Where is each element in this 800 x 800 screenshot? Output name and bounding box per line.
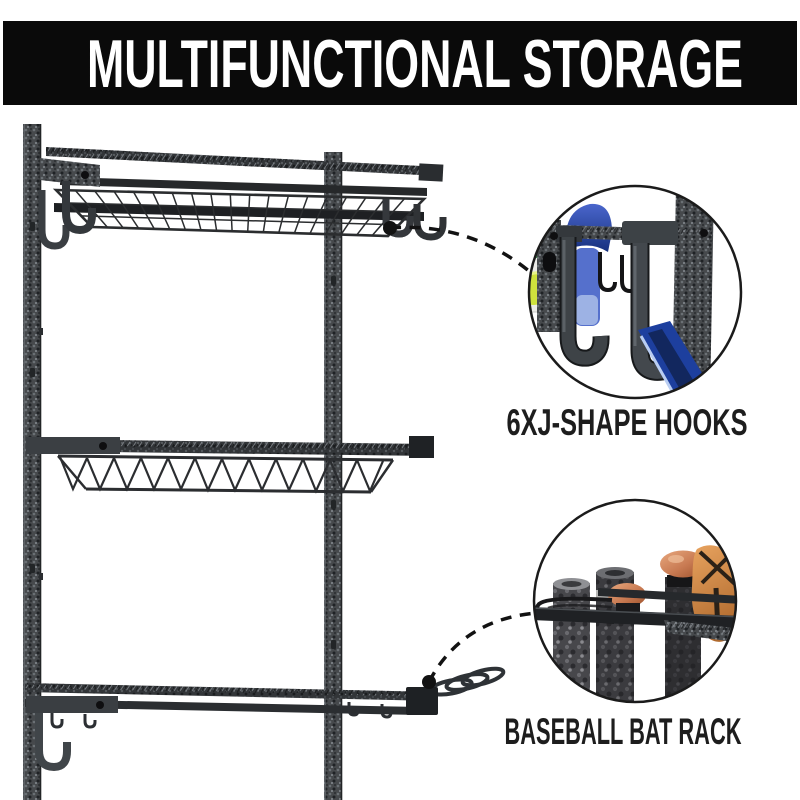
middle-wire-basket <box>57 454 395 494</box>
callout-label-hooks: 6XJ-SHAPE HOOKS <box>505 405 750 443</box>
callout-circle-hooks <box>527 184 743 400</box>
hooks-label-text: 6XJ-SHAPE HOOKS <box>507 405 748 443</box>
top-rail-end-cap <box>418 163 444 182</box>
callout-circle-border <box>532 498 738 704</box>
bottom-bat-rack-shelf <box>25 666 506 772</box>
middle-shelf <box>26 436 434 494</box>
middle-rail-end-cap <box>409 436 434 458</box>
j-hook-closeup-left <box>556 226 610 367</box>
callout-circle-border <box>527 184 743 400</box>
top-left-bracket <box>40 158 100 187</box>
bat-rack-prongs <box>428 666 506 697</box>
right-post <box>324 152 343 800</box>
banner-title: MULTIFUNCTIONAL STORAGE <box>87 26 743 102</box>
banner: MULTIFUNCTIONAL STORAGE <box>3 21 797 105</box>
callout-line-bats <box>422 611 537 689</box>
bottom-left-bracket <box>26 696 118 713</box>
callout-circle-bats <box>532 498 738 704</box>
callout-label-bat-rack: BASEBALL BAT RACK <box>503 714 744 752</box>
callout-line-hooks <box>383 221 531 273</box>
middle-left-bracket <box>26 437 120 454</box>
blue-strap <box>638 321 710 398</box>
bat-rack-label-text: BASEBALL BAT RACK <box>505 714 742 752</box>
bottom-small-hooks <box>50 702 393 729</box>
top-left-j-hooks <box>38 181 96 250</box>
top-shelf <box>38 147 447 250</box>
bottom-rail-end-bracket <box>406 687 438 715</box>
bottom-left-j-hook <box>35 713 71 772</box>
bat-rack-bar-closeup <box>534 588 736 643</box>
